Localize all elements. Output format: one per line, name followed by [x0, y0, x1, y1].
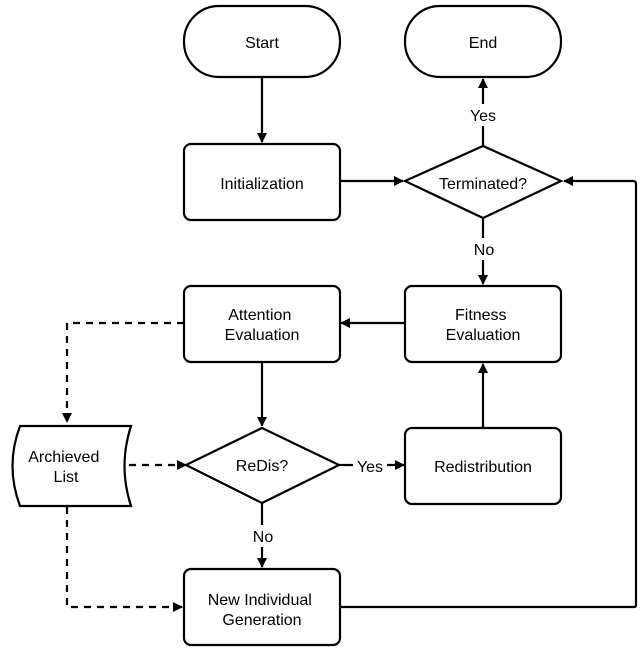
edge-archieved-to-new-individual — [65, 507, 183, 612]
edge-attention-to-archieved — [62, 321, 184, 423]
redis-no-label: No — [253, 529, 274, 546]
edges — [62, 77, 638, 612]
end-label: End — [469, 35, 497, 52]
fitness-evaluation-node: Fitness Evaluation — [403, 284, 563, 364]
attention-evaluation-label: Attention Evaluation — [225, 307, 300, 344]
edge-new-individual-to-terminated — [341, 176, 638, 609]
end-node: End — [403, 4, 563, 79]
fitness-evaluation-line-2: Evaluation — [446, 327, 521, 344]
start-node: Start — [182, 4, 342, 79]
fitness-evaluation-label: Fitness Evaluation — [446, 307, 521, 344]
terminated-label: Terminated? — [439, 176, 527, 193]
archieved-list-node: Archieved List — [11, 424, 133, 508]
start-label: Start — [245, 35, 279, 52]
redis-yes-label: Yes — [357, 459, 383, 476]
attention-evaluation-line-1: Attention — [228, 307, 291, 324]
new-individual-generation-node: New Individual Generation — [182, 567, 342, 647]
nodes: Start End Initialization Terminated? Att… — [11, 4, 564, 647]
edge-labels: Yes No Yes No — [249, 104, 500, 547]
archieved-list-line-2: List — [54, 469, 79, 486]
initialization-label: Initialization — [220, 176, 304, 193]
terminated-yes-label: Yes — [470, 108, 496, 125]
attention-evaluation-node: Attention Evaluation — [182, 284, 342, 364]
new-individual-generation-line-2: Generation — [222, 612, 301, 629]
terminated-no-label: No — [474, 242, 495, 259]
redis-label: ReDis? — [236, 458, 289, 475]
attention-evaluation-line-2: Evaluation — [225, 327, 300, 344]
terminated-decision: Terminated? — [402, 144, 564, 220]
initialization-node: Initialization — [182, 142, 342, 222]
archieved-list-label: Archieved List — [28, 449, 104, 486]
archieved-list-line-1: Archieved — [28, 449, 99, 466]
redistribution-node: Redistribution — [403, 426, 563, 506]
new-individual-generation-label: New Individual Generation — [208, 592, 317, 629]
redis-decision: ReDis? — [183, 426, 342, 505]
fitness-evaluation-line-1: Fitness — [455, 307, 507, 324]
new-individual-generation-line-1: New Individual — [208, 592, 312, 609]
redistribution-label: Redistribution — [434, 459, 532, 476]
